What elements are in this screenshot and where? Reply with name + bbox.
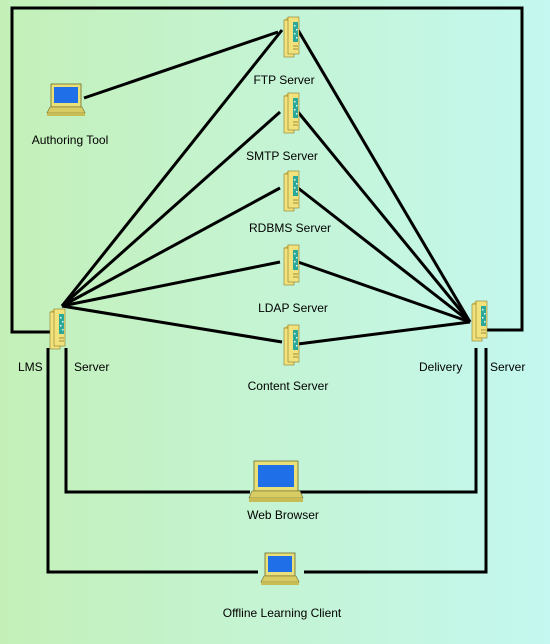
lms-server-label: Server <box>74 360 109 374</box>
rdbms-server-label: RDBMS Server <box>249 221 331 235</box>
outer-loop-link <box>10 6 524 334</box>
rdbms-server-node: RDBMS Server <box>249 170 331 235</box>
delivery-web-browser-link <box>298 348 478 494</box>
content-server-label: Content Server <box>248 379 329 393</box>
delivery-server-label: Server <box>490 360 525 374</box>
delivery-offline-client-link <box>304 348 488 574</box>
lms-content-link <box>61 304 283 344</box>
computer-monitor-icon <box>46 83 86 117</box>
lms-ldap-link <box>61 260 281 308</box>
delivery-server-node: Delivery Server <box>419 300 525 374</box>
server-tower-icon <box>49 308 66 350</box>
smtp-server-node: SMTP Server <box>246 92 318 163</box>
delivery-label: Delivery <box>419 360 462 374</box>
server-tower-icon <box>283 324 300 366</box>
lms-offline-client-link <box>46 348 258 574</box>
ftp-server-label: FTP Server <box>253 73 314 87</box>
lms-smtp-link <box>61 110 281 308</box>
server-tower-icon <box>283 16 300 58</box>
ftp-server-node: FTP Server <box>253 16 315 87</box>
authoring-tool-node: Authoring Tool <box>32 83 109 147</box>
web-browser-label: Web Browser <box>247 508 319 522</box>
lms-server-node: LMS Server <box>18 308 109 374</box>
connections <box>10 6 524 574</box>
server-tower-icon <box>283 92 300 134</box>
offline-client-node: Offline Learning Client <box>223 552 342 620</box>
delivery-content-link <box>297 320 471 346</box>
lms-web-browser-link <box>64 348 250 494</box>
computer-monitor-icon <box>248 460 304 503</box>
offline-client-label: Offline Learning Client <box>223 606 342 620</box>
ldap-server-node: LDAP Server <box>258 244 328 315</box>
server-tower-icon <box>471 300 488 342</box>
authoring-ftp-link <box>83 30 279 100</box>
authoring-tool-label: Authoring Tool <box>32 133 109 147</box>
lms-label: LMS <box>18 360 43 374</box>
ldap-server-label: LDAP Server <box>258 301 328 315</box>
computer-monitor-icon <box>260 552 300 586</box>
smtp-server-label: SMTP Server <box>246 149 318 163</box>
delivery-ldap-link <box>297 260 471 324</box>
delivery-rdbms-link <box>297 186 471 324</box>
delivery-ftp-link <box>296 29 472 323</box>
server-tower-icon <box>283 244 300 286</box>
server-tower-icon <box>283 170 300 212</box>
lms-rdbms-link <box>61 186 281 308</box>
content-server-node: Content Server <box>248 324 329 393</box>
delivery-smtp-link <box>296 111 472 323</box>
lms-ftp-link <box>60 29 284 307</box>
web-browser-node: Web Browser <box>247 460 319 522</box>
